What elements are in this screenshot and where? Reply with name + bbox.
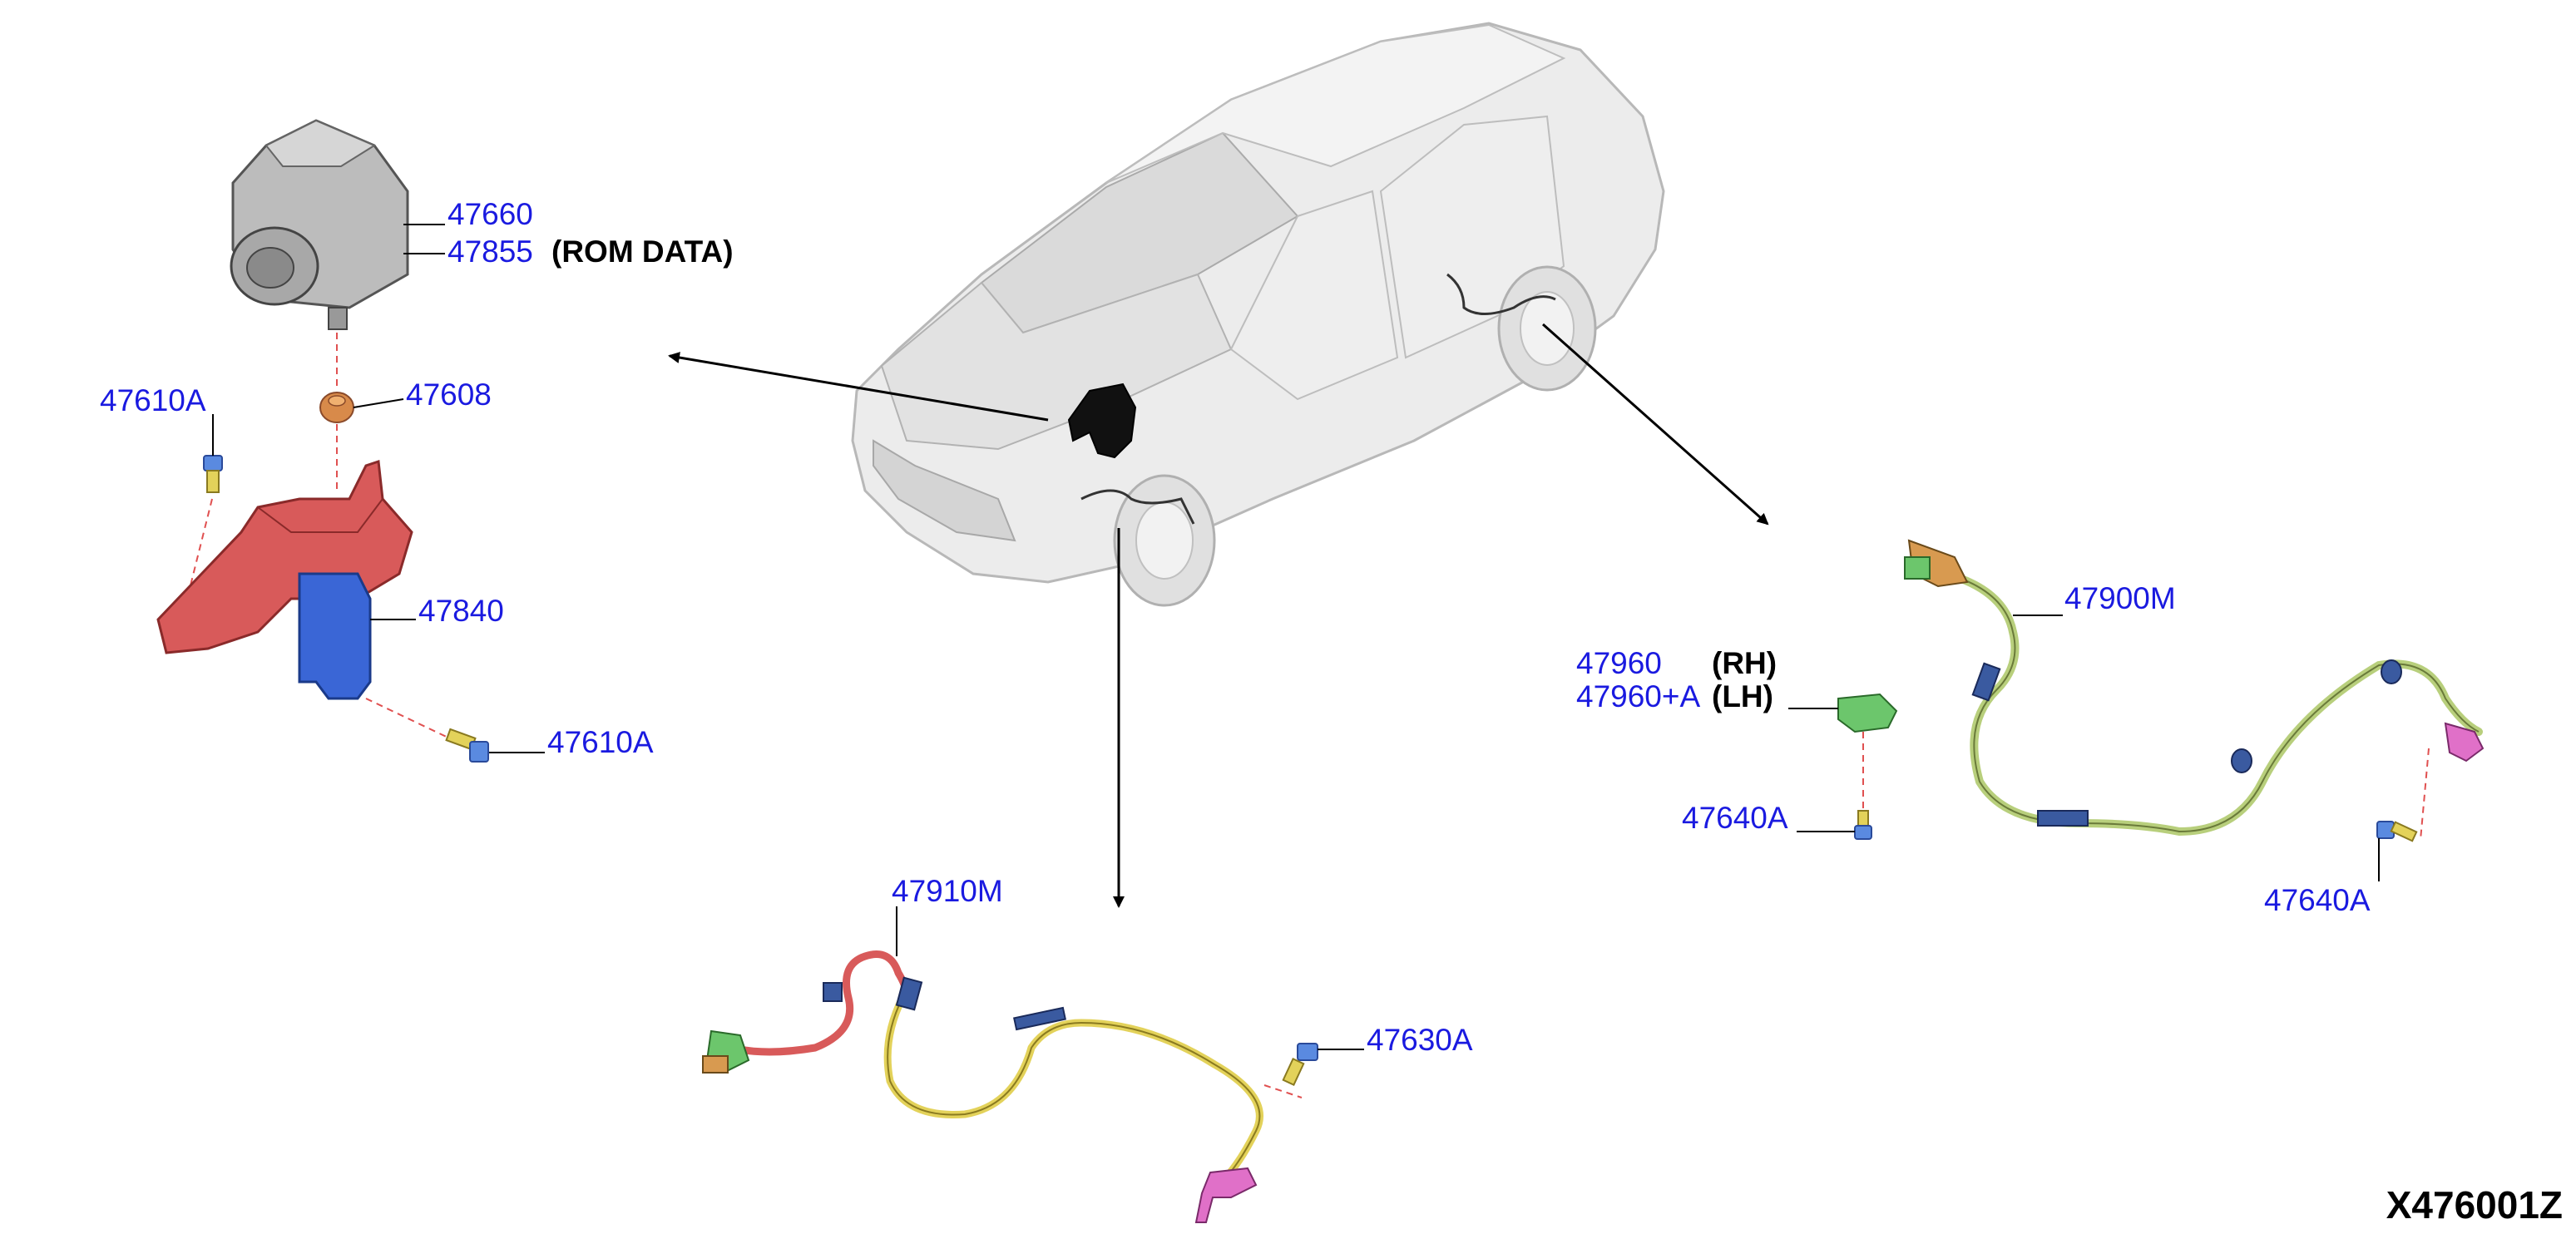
label-rear-sensor-rh-note: (RH) <box>1712 646 1777 680</box>
bolt-icon <box>203 455 223 493</box>
label-abs-rom: 47855 <box>447 234 533 269</box>
rear-sensor-icon <box>1837 693 1898 733</box>
abs-mount-stud <box>328 307 348 330</box>
label-rear-sensor-lh: 47960+A <box>1576 679 1701 713</box>
label-front-bolt: 47630A <box>1367 1023 1473 1057</box>
label-rear-sensor-lh-note: (LH) <box>1712 679 1773 713</box>
abs-top-face <box>265 119 377 167</box>
guide-front-sensor-to-bolt <box>1263 1084 1303 1098</box>
rear-bolt-right-icon <box>2376 821 2418 842</box>
bracket-icon <box>156 459 413 654</box>
rear-harness-connector-top <box>1904 539 1969 588</box>
label-rear-harness: 47900M <box>2064 581 2176 615</box>
lower-bracket-icon <box>298 572 372 700</box>
front-harness-yellow-section <box>883 994 1263 1185</box>
car-rear-harness-trace <box>1446 273 1556 315</box>
label-abs-actuator: 47660 <box>447 197 533 231</box>
label-bushing: 47608 <box>406 378 492 412</box>
front-harness-connector-left <box>702 1029 750 1074</box>
car-front-wheel-hub <box>1135 501 1194 580</box>
label-bolt-upper: 47610A <box>100 383 206 417</box>
front-harness-clip-icon <box>823 976 1066 1031</box>
front-bolt-icon <box>1282 1043 1318 1086</box>
label-front-harness: 47910M <box>892 874 1003 908</box>
rear-harness-icon <box>1942 570 2483 837</box>
bracket-edge <box>257 498 383 533</box>
abs-motor-cap <box>246 247 294 289</box>
guide-rear-sensor-to-bolt <box>2420 748 2430 841</box>
arrow-to-abs <box>668 352 1049 422</box>
car-abs-location <box>1067 383 1137 459</box>
bushing-icon <box>319 392 354 423</box>
front-harness-outline <box>887 997 1261 1182</box>
leader-bushing <box>353 398 404 408</box>
bolt-lower-icon <box>445 728 489 763</box>
rear-bolt-left-icon <box>1854 810 1872 840</box>
guide-bracket-to-bolt <box>365 698 454 741</box>
label-rear-sensor-rh: 47960 <box>1576 646 1662 680</box>
rear-harness-outline <box>1946 573 2480 833</box>
label-rear-bolt-right: 47640A <box>2264 883 2371 917</box>
abs-actuator-icon <box>230 119 409 330</box>
front-wheel-sensor-icon <box>1194 1167 1258 1223</box>
car-roof <box>1105 23 1566 184</box>
front-harness-red-section <box>728 950 910 1056</box>
car-front-harness-trace <box>1080 489 1195 525</box>
car-grille <box>873 439 1016 542</box>
car-front-door <box>1229 190 1399 401</box>
diagram-code: X476001Z <box>2386 1183 2563 1227</box>
label-abs-rom-note: (ROM DATA) <box>551 234 734 269</box>
label-rear-bolt-left: 47640A <box>1682 801 1788 835</box>
arrow-to-rear-sensor <box>1542 323 1769 526</box>
label-bolt-lower: 47610A <box>547 725 654 759</box>
rear-harness-clip-icon <box>1971 659 2402 827</box>
car-body-icon <box>851 22 1665 607</box>
rear-wheel-sensor-icon <box>2444 722 2485 763</box>
label-bracket: 47840 <box>418 594 504 628</box>
guide-bolt-to-bracket <box>186 498 213 600</box>
